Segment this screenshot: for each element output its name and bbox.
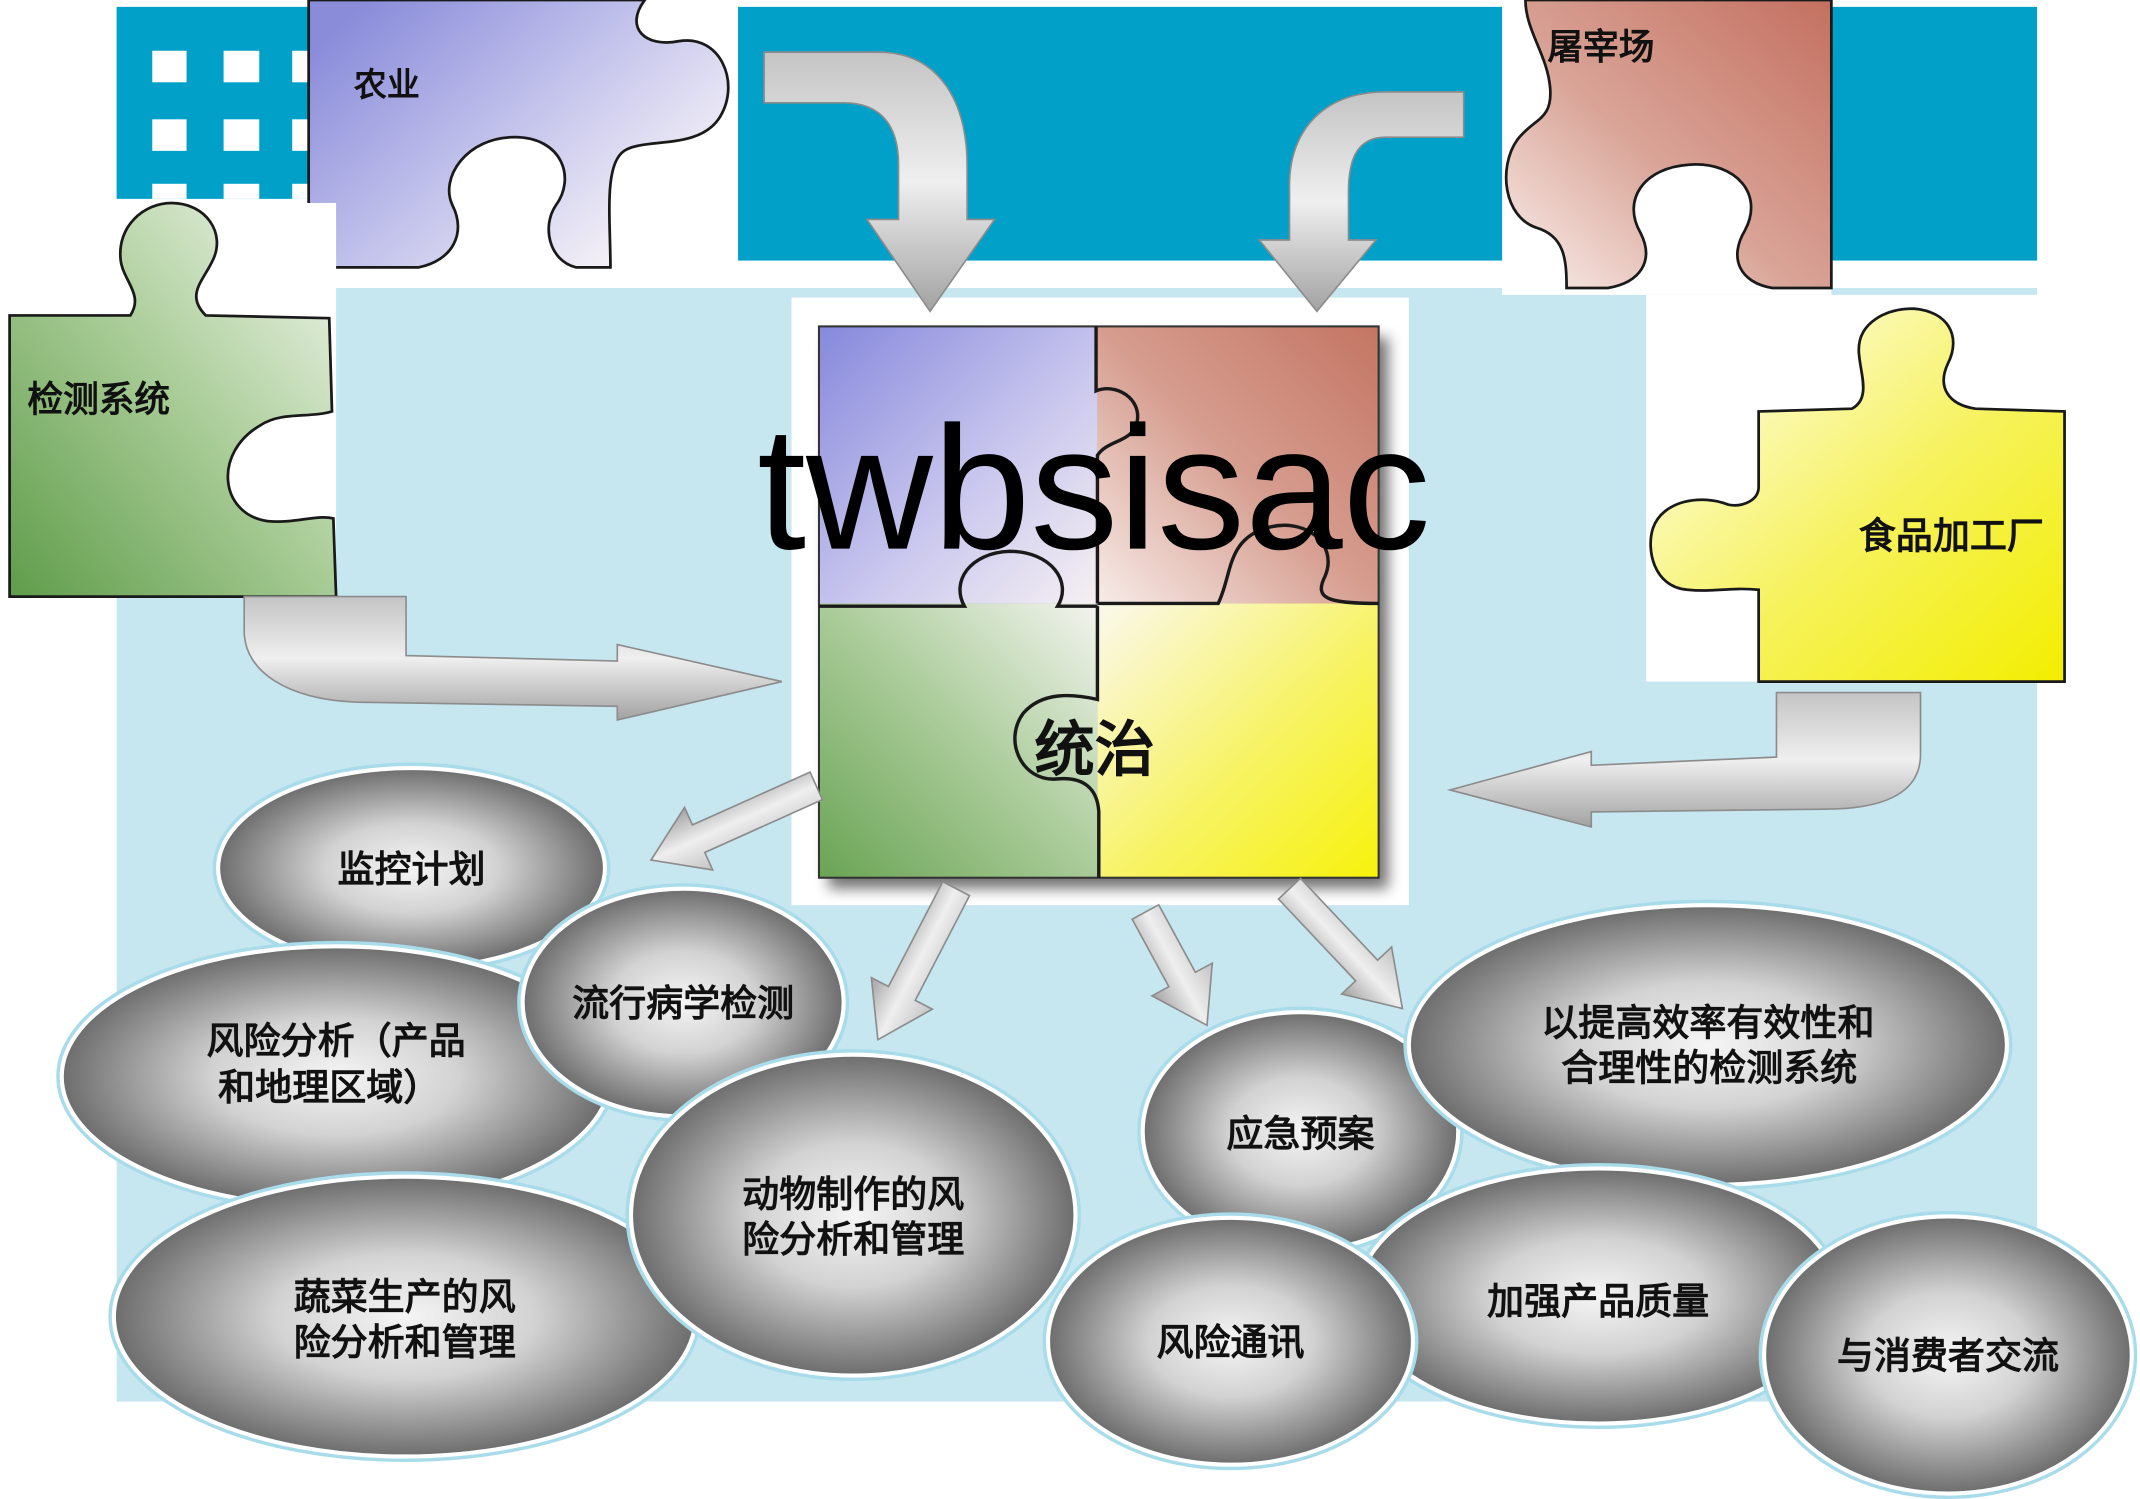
ellipse-label: 险分析和管理 [294, 1321, 516, 1364]
puzzle-piece-icon [8, 201, 338, 598]
quadrant-bottom-left [818, 603, 1098, 878]
ellipse-label: 蔬菜生产的风 [294, 1276, 516, 1319]
seam-right [1097, 523, 1379, 606]
piece-label-food-plant: 食品加工厂 [1859, 515, 2044, 558]
ellipse-monitoring-plan: 监控计划 [212, 762, 611, 974]
ellipse-label: 和地理区域） [218, 1066, 440, 1109]
arrows-out [649, 770, 1404, 1042]
seam-left [818, 549, 1098, 608]
puzzle-piece-icon [1504, 0, 1833, 290]
piece-label-slaughterhouse: 屠宰场 [1547, 27, 1654, 68]
ellipse-animal-risk: 动物制作的风 险分析和管理 [625, 1049, 1081, 1382]
window-grid-icon [152, 50, 312, 199]
seam-top [1094, 326, 1140, 604]
center-title: twbsisac [757, 391, 1430, 587]
puzzle-piece-icon [307, 0, 730, 269]
quadrant-top-right [1097, 326, 1379, 604]
quadrant-top-left [818, 326, 1098, 604]
ellipse-consumer-communication: 与消费者交流 [1758, 1210, 2138, 1499]
arrow-to-emergency [1131, 903, 1214, 1027]
puzzle-piece-agriculture: 农业 [307, 0, 739, 271]
ellipse-label: 流行病学检测 [572, 982, 794, 1025]
center-puzzle [791, 297, 1409, 906]
arrow-from-agriculture [763, 51, 997, 313]
ellipse-label: 险分析和管理 [742, 1218, 964, 1261]
piece-label-detection: 检测系统 [27, 379, 170, 420]
ellipse-vegetable-risk: 蔬菜生产的风 险分析和管理 [108, 1171, 701, 1462]
ellipse-label: 监控计划 [337, 848, 485, 891]
top-band-left [116, 6, 309, 199]
puzzle-piece-slaughterhouse: 屠宰场 [1502, 0, 1833, 295]
arrow-from-slaughterhouse [1257, 91, 1465, 313]
ellipse-efficient-detection: 以提高效率有效性和 合理性的检测系统 [1403, 899, 2013, 1191]
ellipse-label: 加强产品质量 [1487, 1280, 1709, 1323]
ellipse-risk-communication: 风险通讯 [1042, 1212, 1419, 1471]
arrows-in [243, 51, 1922, 829]
ellipse-label: 以提高效率有效性和 [1541, 1001, 1874, 1044]
seam-bottom [1013, 606, 1101, 878]
piece-label-agriculture: 农业 [354, 65, 420, 104]
ellipse-label: 风险通讯 [1156, 1321, 1304, 1364]
ellipse-label: 与消费者交流 [1837, 1335, 2059, 1378]
quadrant-bottom-right [1097, 603, 1379, 878]
arrow-from-food-plant [1446, 691, 1922, 829]
ellipse-label: 动物制作的风 [742, 1173, 964, 1216]
arrow-to-animal-risk [870, 880, 971, 1042]
arrow-from-detection [243, 595, 783, 722]
puzzle-piece-food-plant: 食品加工厂 [1646, 294, 2066, 683]
center-label: 统治 [1034, 716, 1155, 786]
puzzle-piece-icon [1649, 307, 2066, 683]
ellipse-label: 合理性的检测系统 [1561, 1047, 1857, 1090]
ellipse-label: 风险分析（产品 [207, 1019, 466, 1062]
ellipse-label: 应急预案 [1226, 1113, 1375, 1156]
arrow-to-efficient-detection [1277, 877, 1404, 1010]
puzzle-piece-detection: 检测系统 [8, 201, 338, 598]
arrow-to-monitoring [649, 770, 824, 872]
